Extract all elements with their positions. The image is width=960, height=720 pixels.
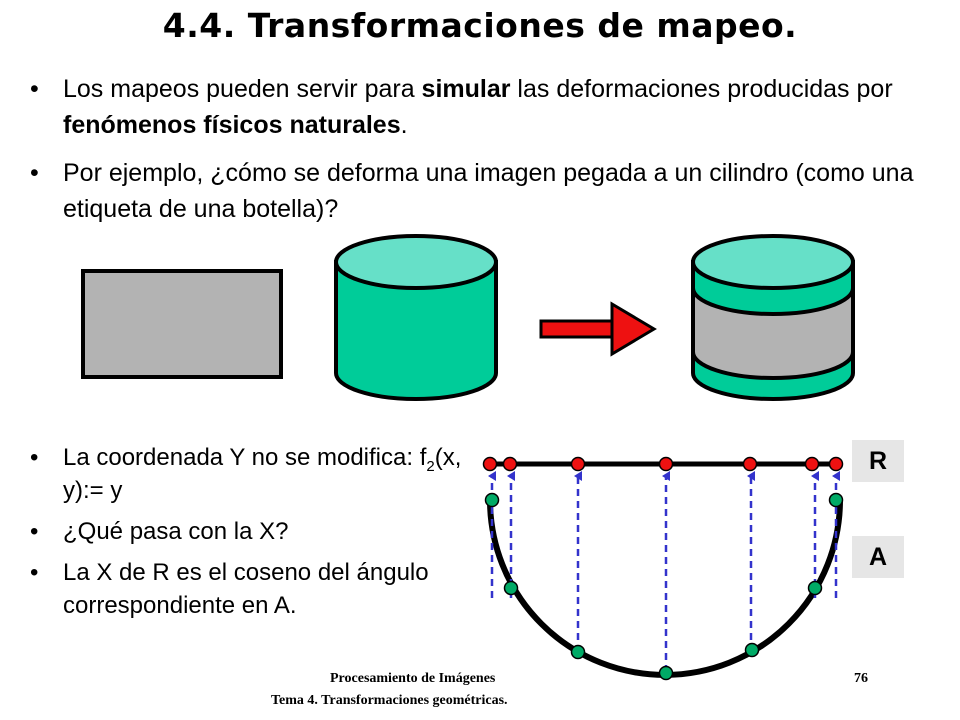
bullet-item: La X de R es el coseno del ángulo corres… <box>28 556 498 622</box>
label-r: R <box>852 440 904 482</box>
footer-course: Procesamiento de Imágenes <box>330 671 496 686</box>
bullet-item: Por ejemplo, ¿cómo se deforma una imagen… <box>28 155 928 227</box>
label-a: A <box>852 536 904 578</box>
bullet-item: ¿Qué pasa con la X? <box>28 515 498 548</box>
cylinder-plain <box>334 234 498 401</box>
cylinder-with-label <box>691 234 855 401</box>
top-bullet-list: Los mapeos pueden servir para simular la… <box>28 71 928 239</box>
page-number: 76 <box>854 671 868 686</box>
bullet-item: Los mapeos pueden servir para simular la… <box>28 71 928 143</box>
footer-subtitle: Tema 4. Transformaciones geométricas. <box>271 693 508 708</box>
projection-lines <box>488 471 840 672</box>
wrapped-label <box>691 287 855 380</box>
projection-diagram <box>482 456 844 681</box>
slide-title: 4.4. Transformaciones de mapeo. <box>162 6 798 45</box>
bottom-bullet-list: La coordenada Y no se modifica: f2(x, y)… <box>28 441 498 630</box>
points-a <box>484 492 844 681</box>
bullet-item: La coordenada Y no se modifica: f2(x, y)… <box>28 441 498 507</box>
flat-image-rectangle <box>81 269 283 379</box>
transform-arrow-icon <box>539 301 657 357</box>
